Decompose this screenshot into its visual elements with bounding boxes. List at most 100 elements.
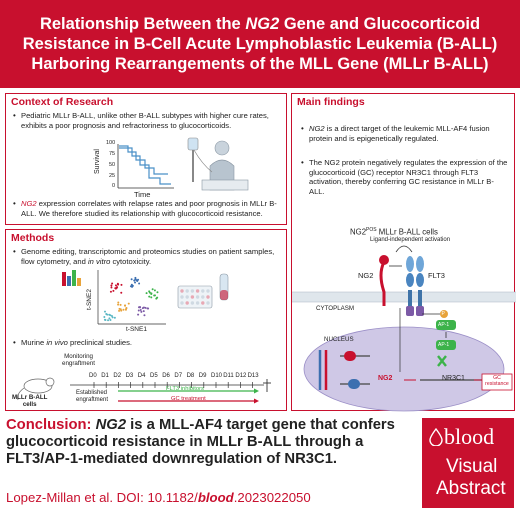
tsne-point	[150, 296, 153, 299]
plate-well	[201, 301, 205, 305]
ap1-label-2: AP-1	[438, 342, 450, 348]
methods-panel: Methods Genome editing, transcriptomic a…	[5, 229, 287, 411]
m-b1-ital: in vitro	[87, 256, 111, 266]
plate-well	[185, 289, 189, 293]
iv-line	[193, 149, 213, 173]
mouse-label-2: cells	[22, 401, 37, 408]
cell-membrane	[292, 292, 516, 302]
context-title: Context of Research	[11, 96, 114, 108]
ng2-head	[379, 255, 389, 265]
tsne-point	[117, 301, 120, 304]
activation-arrow	[395, 245, 413, 253]
citation-journal: blood	[197, 490, 234, 505]
plate-well	[190, 295, 195, 299]
ap1-nuc	[436, 340, 456, 350]
tick-50: 50	[109, 162, 116, 168]
methods-figure	[17, 270, 271, 404]
day-label: D2	[113, 373, 122, 379]
plate-well	[206, 289, 210, 293]
day-label: D8	[186, 373, 195, 379]
day-label: D4	[137, 373, 146, 379]
iv-bag	[187, 137, 199, 151]
tsne-y-label: t-SNE2	[86, 289, 93, 310]
plate-well	[185, 301, 189, 305]
plate-well	[206, 295, 210, 299]
tsne-point	[130, 278, 133, 281]
tsne-point	[131, 284, 134, 287]
patient-blanket	[201, 179, 249, 191]
tsne-point	[124, 308, 127, 311]
tsne-point	[118, 309, 121, 312]
ap1-label-1: AP-1	[438, 322, 450, 328]
tsne-point	[139, 308, 142, 311]
plate-well	[195, 295, 200, 299]
phospho-p	[440, 310, 448, 318]
tsne-point	[119, 303, 122, 306]
ng2-label: NG2	[358, 271, 374, 280]
plate-well	[201, 289, 205, 293]
main-b1-text: is a direct target of the leukemic MLL-A…	[309, 124, 490, 143]
page-title: Relationship Between the NG2 Gene and Gl…	[23, 14, 498, 74]
conclusion-gene: NG2	[95, 417, 127, 433]
tick-25: 25	[109, 173, 116, 179]
title-line-2: Resistance in B-Cell Acute Lymphoblastic…	[22, 35, 498, 53]
cells-label: NG2POS MLLr B-ALL cells	[350, 227, 438, 237]
tsne-point	[145, 292, 148, 295]
day-label: D10	[211, 373, 223, 379]
m-b2-post: preclinical studies.	[67, 338, 133, 347]
repression-mark	[437, 355, 447, 367]
day-label: D6	[162, 373, 170, 379]
tsne-point	[122, 308, 125, 311]
conclusion-label: Conclusion:	[6, 417, 92, 433]
citation[interactable]: Lopez-Millan et al. DOI: 10.1182/blood.2…	[6, 490, 311, 505]
tsne-point	[110, 284, 113, 287]
ap1-cyto	[436, 320, 456, 330]
established-1: Established	[76, 390, 108, 396]
plate-well	[190, 301, 195, 305]
main-findings-panel: Main findings NG2 is a direct target of …	[291, 93, 516, 412]
established-2: engraftment	[76, 397, 109, 403]
tsne-point	[137, 309, 140, 312]
tsne-point	[129, 285, 132, 288]
well-plate-icon	[177, 285, 213, 309]
cells-rest: MLLr B-ALL cells	[376, 227, 438, 237]
dna-strands	[318, 350, 370, 390]
plate-well	[190, 289, 195, 293]
flt3-label: FLT3 inhibitors	[166, 386, 204, 392]
main-b1-gene: NG2	[309, 124, 325, 133]
survival-curve-2	[119, 147, 171, 185]
tsne-point	[140, 310, 143, 313]
flt3-label: FLT3	[428, 271, 445, 280]
tsne-point	[113, 316, 116, 319]
methods-bullet-1: Genome editing, transcriptomic and prote…	[13, 247, 283, 266]
tsne-point	[112, 289, 115, 292]
tsne-point	[134, 281, 137, 284]
monitoring-1: Monitoring	[64, 353, 93, 360]
survival-curve-1	[119, 145, 168, 175]
tsne-point	[109, 290, 112, 293]
tsne-point	[119, 308, 122, 311]
day-ticks	[93, 382, 253, 388]
title-part: Relationship Between the	[39, 15, 246, 33]
tick-100: 100	[106, 140, 116, 146]
monitoring-2: engraftment	[62, 360, 96, 367]
tick-75: 75	[109, 151, 116, 157]
tsne-point	[105, 313, 108, 316]
tsne-point	[103, 316, 106, 319]
plate-well	[195, 289, 200, 293]
tsne-point	[138, 306, 141, 309]
gc-label: GC treatment	[171, 396, 206, 402]
gc-arrowhead	[254, 398, 259, 404]
tsne-point	[103, 310, 106, 313]
tsne-point	[138, 282, 141, 285]
tsne-x-label: t-SNE1	[126, 326, 147, 333]
methods-bullet-2: Murine in vivo preclinical studies.	[13, 338, 283, 348]
day-label: D5	[150, 373, 158, 379]
tsne-point	[137, 313, 140, 316]
tsne-point	[120, 291, 123, 294]
title-line-3: Harboring Rearrangements of the MLL Gene…	[31, 55, 489, 73]
tsne-point	[134, 276, 137, 279]
